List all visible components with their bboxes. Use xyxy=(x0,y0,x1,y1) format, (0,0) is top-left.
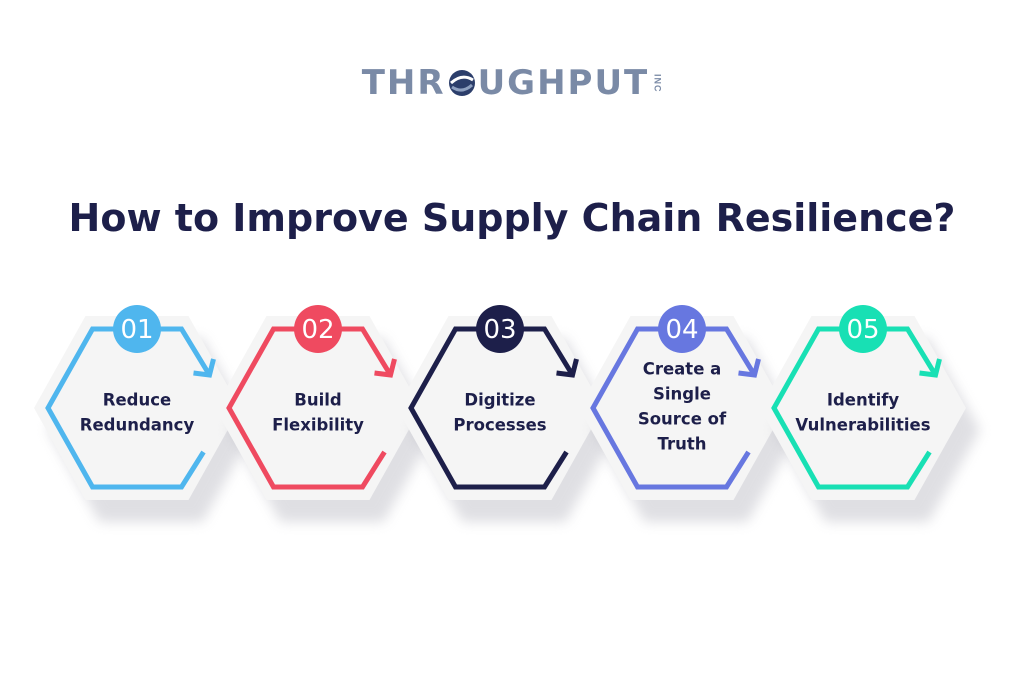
arrow-icon xyxy=(193,358,216,378)
step-outline xyxy=(408,326,575,490)
step-label-line: Processes xyxy=(453,416,546,435)
step-number-badge xyxy=(658,305,706,353)
logo-text-left: THR xyxy=(361,63,446,103)
step-hexagon xyxy=(34,316,240,500)
step-number: 03 xyxy=(483,315,516,345)
arrow-icon xyxy=(374,358,397,378)
step-label-line: Truth xyxy=(658,435,707,454)
step-label-line: Flexibility xyxy=(272,416,364,435)
step-number-badge xyxy=(839,305,887,353)
step-hexagon xyxy=(397,316,603,500)
step-hexagon xyxy=(215,316,421,500)
arrow-icon xyxy=(556,358,579,378)
step-label-line: Vulnerabilities xyxy=(795,416,930,435)
step-number: 05 xyxy=(846,315,879,345)
logo-suffix: INC xyxy=(652,73,663,93)
step-number-badge xyxy=(294,305,342,353)
step-label-line: Source of xyxy=(638,410,727,429)
step-outline xyxy=(771,326,938,490)
arrow-icon xyxy=(738,358,761,378)
step-number: 02 xyxy=(301,315,334,345)
arrow-icon xyxy=(919,358,942,378)
step-number: 04 xyxy=(665,315,698,345)
step-label-line: Redundancy xyxy=(80,416,195,435)
step-label-line: Digitize xyxy=(464,391,535,410)
globe-icon xyxy=(448,70,475,96)
step-label-line: Build xyxy=(294,391,341,410)
step-number-badge xyxy=(113,305,161,353)
company-logo: THR UGHPUT INC xyxy=(0,66,1024,106)
step-outline xyxy=(45,326,212,490)
step-label-line: Single xyxy=(653,385,711,404)
step-label-line: Create a xyxy=(643,360,722,379)
step-hexagon xyxy=(579,316,785,500)
page-title: How to Improve Supply Chain Resilience? xyxy=(68,196,956,240)
step-outline xyxy=(590,326,757,490)
step-hexagon xyxy=(760,316,966,500)
logo-text-right: UGHPUT xyxy=(477,63,650,103)
step-label-line: Identify xyxy=(827,391,900,410)
step-outline xyxy=(226,326,393,490)
step-number-badge xyxy=(476,305,524,353)
step-label-line: Reduce xyxy=(103,391,171,410)
step-number: 01 xyxy=(120,315,153,345)
